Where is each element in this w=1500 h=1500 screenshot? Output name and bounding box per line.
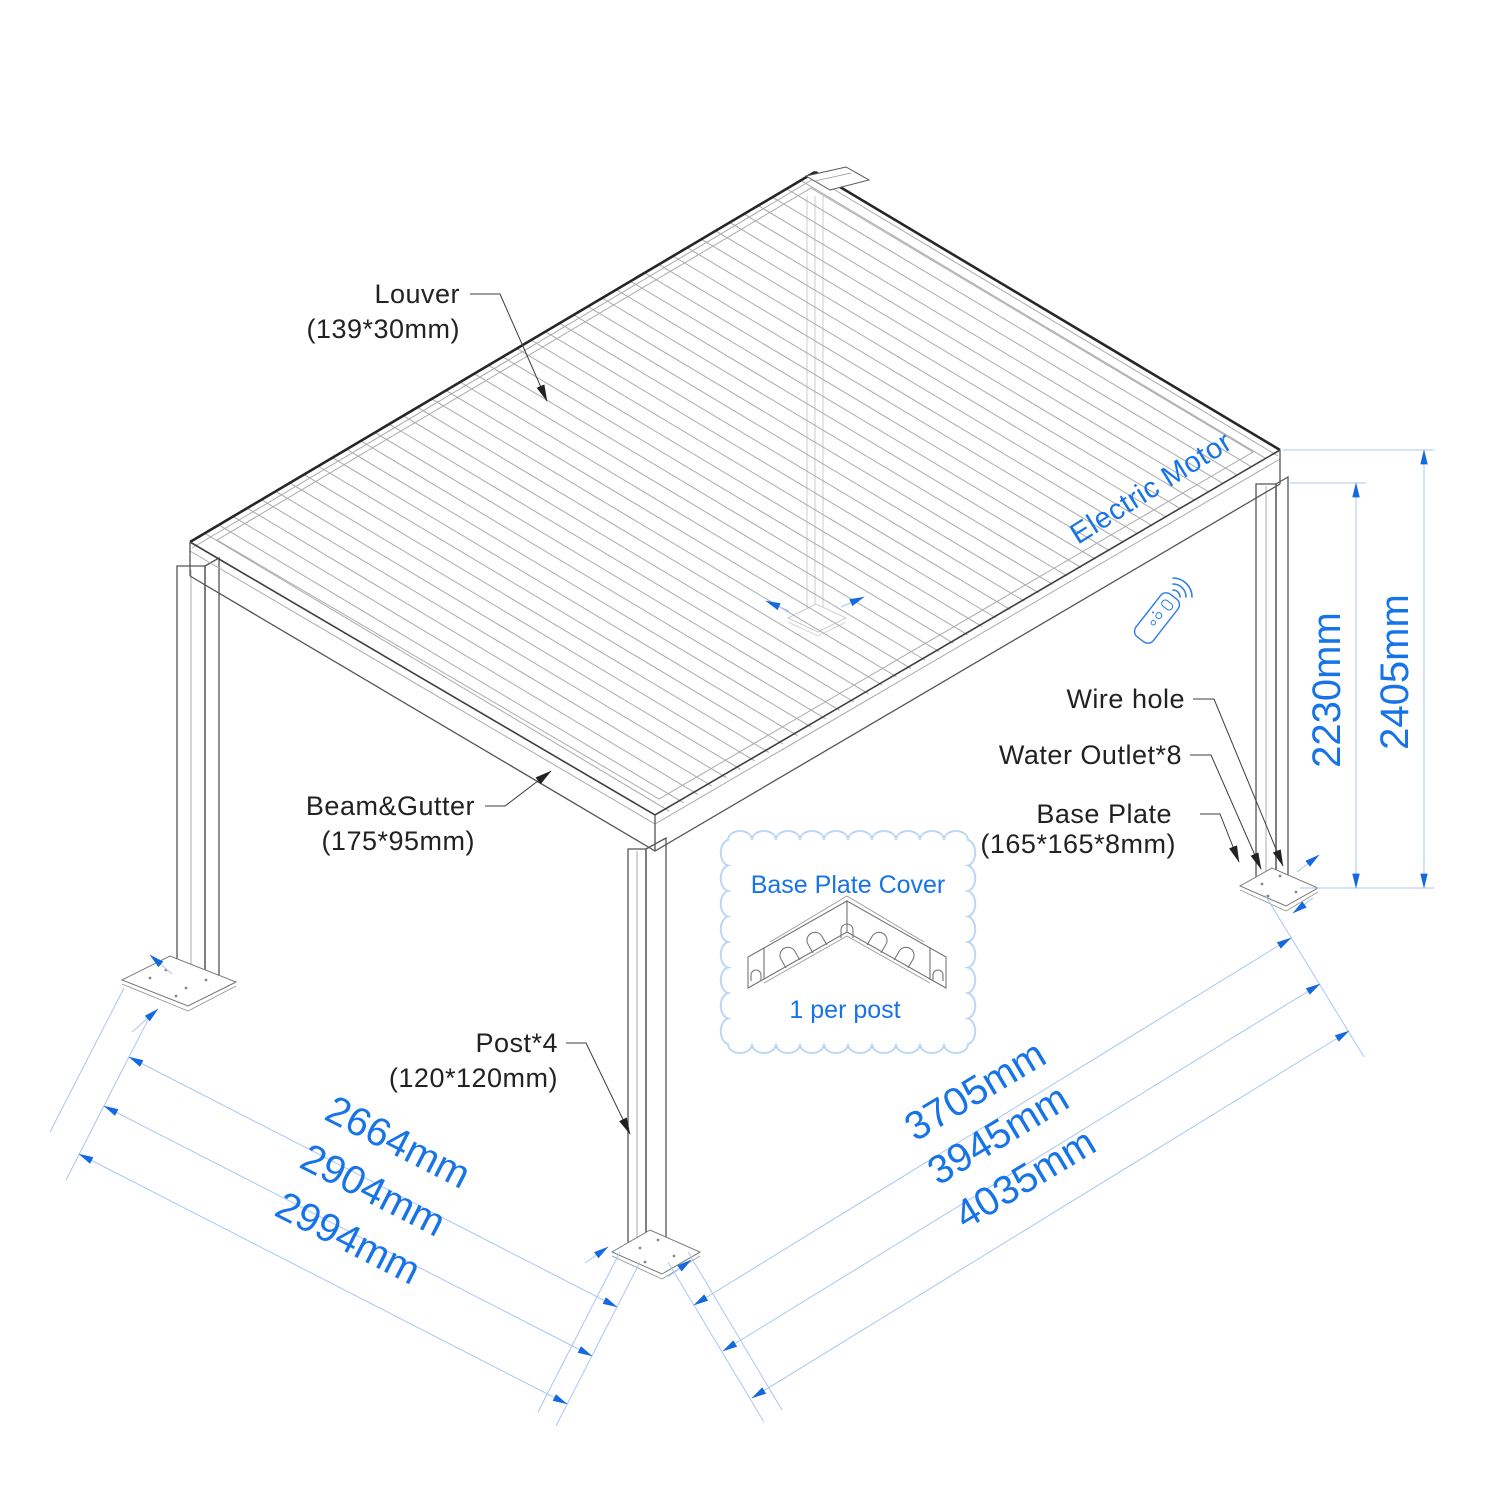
louver-slats: [218, 188, 1252, 804]
dim-height-inner: 2230mm: [1305, 612, 1349, 768]
dim-height-outer: 2405mm: [1373, 594, 1417, 750]
base-plate-right: [1238, 867, 1320, 912]
label-base-plate-size: (165*165*8mm): [980, 829, 1176, 859]
label-wire-hole: Wire hole: [1066, 684, 1185, 714]
inset-caption: 1 per post: [789, 996, 900, 1024]
label-water-outlet: Water Outlet*8: [999, 740, 1182, 770]
callout-leaders: [470, 293, 1284, 1135]
base-plate-cover-inset: Base Plate Cover 1 per post: [719, 830, 977, 1054]
remote-control-icon: [1133, 577, 1193, 644]
base-plate-left: [120, 955, 238, 1012]
label-beam-gutter-size: (175*95mm): [321, 826, 475, 856]
motor-housing: [804, 166, 871, 191]
dimension-lines: [49, 449, 1434, 1427]
signal-waves-icon: [1172, 577, 1193, 598]
base-plate-cover-drawing: [747, 895, 947, 989]
rear-post: [786, 196, 848, 637]
post-right: [1255, 475, 1289, 886]
label-louver: Louver: [374, 279, 460, 309]
post-left: [176, 556, 220, 985]
label-base-plate: Base Plate: [1036, 799, 1172, 829]
base-plate-reference-arrows: [131, 596, 1320, 1278]
base-plate-front: [610, 1229, 702, 1280]
label-post-size: (120*120mm): [389, 1063, 558, 1093]
cloud-border: [719, 830, 977, 1054]
louvered-roof: [189, 166, 1281, 852]
label-post: Post*4: [475, 1028, 558, 1058]
label-louver-size: (139*30mm): [306, 314, 460, 344]
post-front: [627, 836, 667, 1254]
inset-title: Base Plate Cover: [751, 871, 946, 899]
label-beam-gutter: Beam&Gutter: [306, 791, 475, 821]
